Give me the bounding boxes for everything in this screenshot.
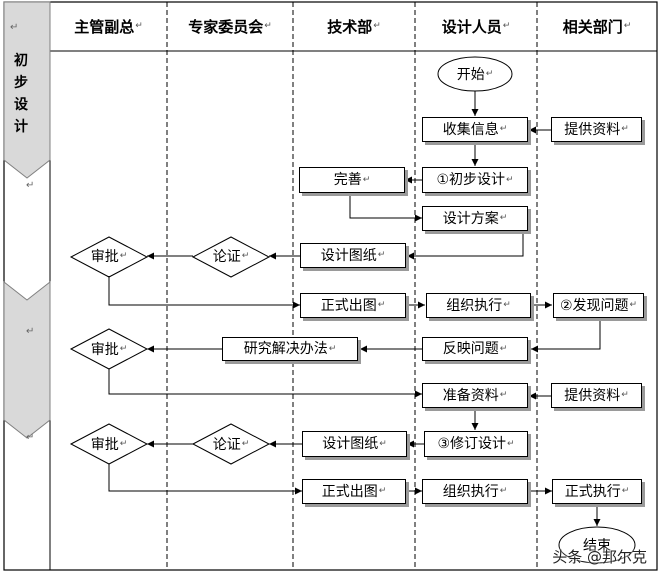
return-mark: ↵ [135,21,143,31]
lane-header-label: 设计人员 [441,17,502,36]
phase-chevron [3,1,51,179]
org-execute-box-1: 组织执行↵ [426,293,531,318]
return-mark: ↵ [26,180,35,191]
prepare-data-box: 准备资料↵ [422,383,528,408]
collect-info-box: 收集信息↵ [422,117,528,142]
demonstrate-label-2: 论证↵ [212,437,250,453]
lane-header-committee: 专家委员会↵ [167,2,293,50]
phase-label-char: 步 [14,75,28,91]
approve-label-1: 审批↵ [90,249,128,265]
return-mark: ↵ [264,21,272,31]
return-mark: ↵ [10,22,19,33]
phase-chevron [3,280,51,439]
lane-header-related: 相关部门↵ [537,2,657,50]
end-label: 结束 [583,538,611,554]
approve-label-3: 审批↵ [90,437,128,453]
design-plan-box: 设计方案↵ [422,206,528,231]
drawings-box-2: 设计图纸↵ [302,431,407,457]
improve-box: 完善↵ [299,167,405,193]
phase-label-char: 设 [14,97,28,113]
issue-drawings-box-1: 正式出图↵ [300,293,406,318]
formal-execute-box: 正式执行↵ [552,479,642,504]
lane-header-label: 专家委员会 [188,17,264,36]
prelim-design-box: ①初步设计↵ [422,167,528,193]
lane-header-designers: 设计人员↵ [415,2,537,50]
lane-header-label: 主管副总 [74,17,135,36]
report-problem-box: 反映问题↵ [422,337,528,361]
lane-header-deputy: 主管副总↵ [50,2,167,50]
phase-label-initial: 初步设计 [10,50,32,138]
issue-drawings-box-2: 正式出图↵ [302,479,406,504]
end-oval [558,526,636,564]
start-label: 开始↵ [456,67,494,83]
phase-label-char: 初 [14,53,28,69]
return-mark: ↵ [623,21,632,31]
return-mark: ↵ [373,21,381,31]
return-mark: ↵ [26,432,35,443]
return-mark: ↵ [502,21,511,31]
find-problem-box: ②发现问题↵ [553,293,644,318]
drawings-box-1: 设计图纸↵ [300,243,406,268]
watermark: 头条 @邦尔克 [552,548,647,566]
approve-label-2: 审批↵ [90,342,128,358]
lane-header-tech: 技术部↵ [293,2,415,50]
lane-header-label: 技术部 [327,17,373,36]
demonstrate-label-1: 论证↵ [212,249,250,265]
org-execute-box-2: 组织执行↵ [422,479,528,504]
revise-design-box: ③修订设计↵ [424,431,528,457]
return-mark: ↵ [26,326,35,337]
provide-data-box-2: 提供资料↵ [551,383,642,408]
provide-data-box-1: 提供资料↵ [551,117,642,142]
phase-label-char: 计 [14,119,28,135]
research-solution-box: 研究解决办法↵ [222,337,358,361]
lane-header-label: 相关部门 [562,17,623,36]
